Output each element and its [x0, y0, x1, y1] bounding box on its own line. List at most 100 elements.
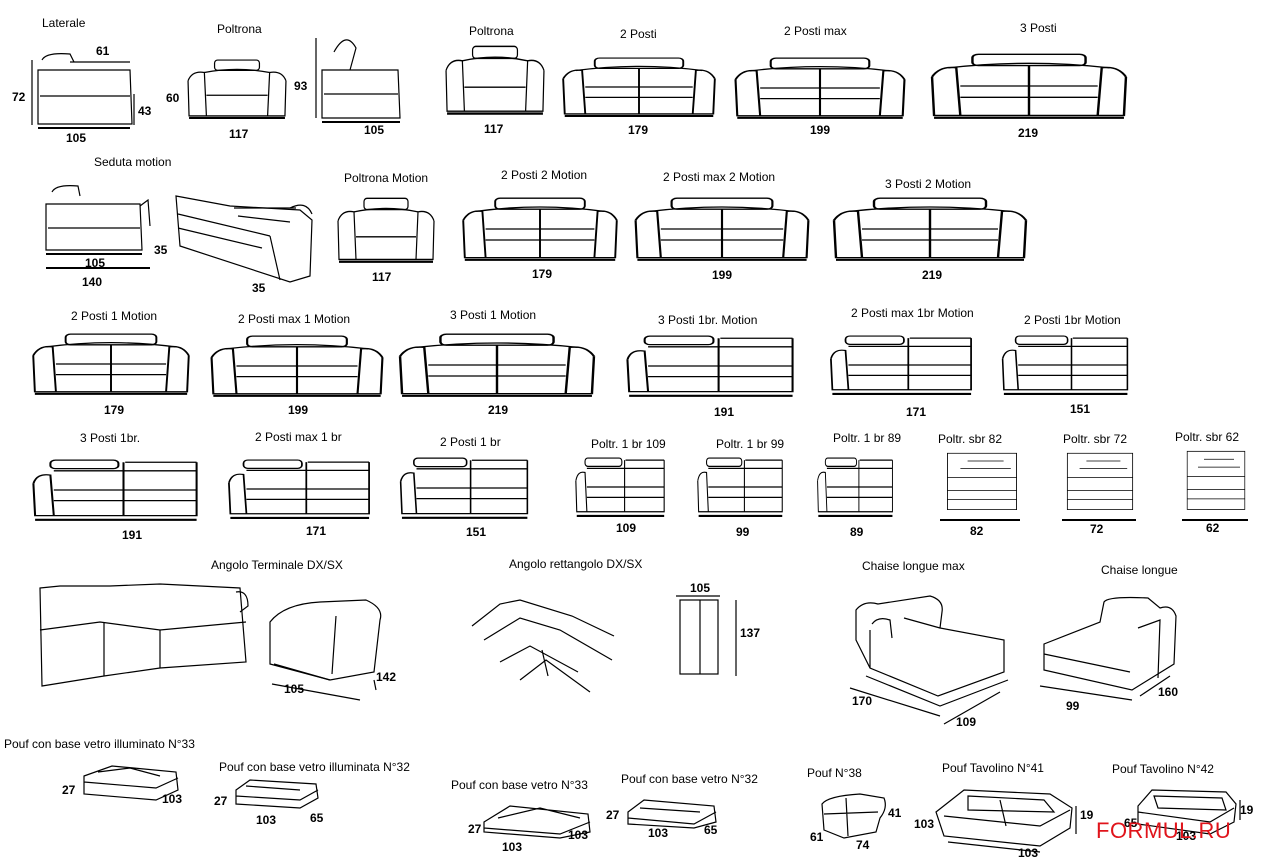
label-2-posti-1br-motion: 2 Posti 1br Motion — [1024, 313, 1121, 327]
dim-value: 103 — [568, 828, 589, 842]
label-2-posti-max-1br-motion: 2 Posti max 1br Motion — [851, 306, 974, 320]
dim-value: 105 — [66, 131, 87, 145]
dim-value: 191 — [122, 528, 143, 542]
dim-value: 103 — [502, 840, 523, 854]
recliner-perspective-drawing — [175, 195, 313, 283]
dim-value: 103 — [162, 792, 183, 806]
dim-value: 103 — [1176, 829, 1197, 843]
pouf-33-drawing — [483, 805, 591, 839]
dim-value: 27 — [606, 808, 620, 822]
dim-value: 105 — [690, 581, 711, 595]
dim-value: 93 — [294, 79, 308, 93]
label-seduta-motion: Seduta motion — [94, 155, 172, 169]
seduta-motion-drawing — [45, 185, 151, 269]
label-3-posti-1br: 3 Posti 1br. — [80, 431, 141, 445]
pouf-tavolino-41-drawing — [935, 789, 1077, 853]
dim-value: 219 — [488, 403, 509, 417]
dim-value: 99 — [736, 525, 750, 539]
dim-value: 160 — [1158, 685, 1179, 699]
dim-value: 19 — [1240, 803, 1254, 817]
seduta-side-drawing — [315, 38, 401, 123]
label-pouf-32: Pouf con base vetro N°32 — [621, 772, 758, 786]
dim-value: 117 — [229, 127, 249, 141]
label-poltr-1-br-89: Poltr. 1 br 89 — [833, 431, 902, 445]
dim-value: 105 — [284, 682, 305, 696]
dim-value: 179 — [628, 123, 649, 137]
label-pouf-tavolino-42: Pouf Tavolino N°42 — [1112, 762, 1214, 776]
label-2-posti-max-1-motion: 2 Posti max 1 Motion — [238, 312, 351, 326]
dim-value: 179 — [532, 267, 553, 281]
label-pouf-tavolino-41: Pouf Tavolino N°41 — [942, 761, 1044, 775]
label-2-posti-max-2-motion: 2 Posti max 2 Motion — [663, 170, 776, 184]
label-pouf-33: Pouf con base vetro N°33 — [451, 778, 588, 792]
dim-value: 199 — [288, 403, 309, 417]
label-poltrona-motion: Poltrona Motion — [344, 171, 429, 185]
dim-value: 61 — [96, 44, 110, 58]
dim-value: 137 — [740, 626, 761, 640]
label-3-posti: 3 Posti — [1020, 21, 1057, 35]
label-2-posti-1-motion: 2 Posti 1 Motion — [71, 309, 158, 323]
dim-value: 103 — [648, 826, 669, 840]
label-chaise-longue: Chaise longue — [1101, 563, 1178, 577]
watermark: FORMUL.RU — [1096, 818, 1232, 843]
label-2-posti-max-1-br: 2 Posti max 1 br — [255, 430, 342, 444]
dim-value: 60 — [166, 91, 180, 105]
dim-value: 19 — [1080, 808, 1094, 822]
dim-value: 43 — [138, 104, 152, 118]
dim-value: 179 — [104, 403, 125, 417]
label-pouf-33-illuminato: Pouf con base vetro illuminato N°33 — [4, 737, 195, 751]
dim-value: 117 — [372, 270, 392, 284]
dim-value: 199 — [810, 123, 831, 137]
dim-value: 199 — [712, 268, 733, 282]
label-3-posti-1-motion: 3 Posti 1 Motion — [450, 308, 537, 322]
pouf-32-drawing — [627, 799, 717, 829]
dim-value: 117 — [484, 122, 504, 136]
dim-value: 65 — [1124, 816, 1138, 830]
dim-value: 62 — [1206, 521, 1220, 535]
dim-value: 65 — [704, 823, 718, 837]
dim-value: 103 — [256, 813, 277, 827]
dim-value: 170 — [852, 694, 873, 708]
label-poltr-sbr-82: Poltr. sbr 82 — [938, 432, 1003, 446]
dim-value: 41 — [888, 806, 902, 820]
dim-value: 105 — [364, 123, 385, 137]
chaise-longue-drawing — [1039, 596, 1177, 701]
pouf-33-ill-drawing — [83, 765, 179, 801]
dim-value: 35 — [154, 243, 168, 257]
dim-value: 151 — [466, 525, 487, 539]
label-laterale: Laterale — [42, 16, 86, 30]
dim-value: 171 — [306, 524, 327, 538]
dim-value: 72 — [12, 90, 26, 104]
dim-value: 219 — [922, 268, 943, 282]
pouf-38-drawing — [821, 793, 886, 839]
label-2-posti-max: 2 Posti max — [784, 24, 847, 38]
laterale-drawing — [31, 53, 135, 129]
chaise-longue-max-drawing — [849, 595, 1009, 725]
dim-value: 140 — [82, 275, 103, 289]
label-2-posti-1-br: 2 Posti 1 br — [440, 435, 501, 449]
label-3-posti-2-motion: 3 Posti 2 Motion — [885, 177, 972, 191]
dim-value: 109 — [616, 521, 637, 535]
dim-value: 103 — [914, 817, 935, 831]
label-poltr-sbr-72: Poltr. sbr 72 — [1063, 432, 1128, 446]
angolo-terminale-drawing — [39, 583, 382, 701]
dim-value: 171 — [906, 405, 927, 419]
dim-value: 27 — [62, 783, 76, 797]
label-poltrona: Poltrona — [217, 22, 262, 36]
dim-value: 191 — [714, 405, 735, 419]
dim-value: 82 — [970, 524, 984, 538]
label-chaise-longue-max: Chaise longue max — [862, 559, 965, 573]
dim-value: 99 — [1066, 699, 1080, 713]
dim-value: 61 — [810, 830, 824, 844]
pouf-tavolino-42-drawing — [1137, 789, 1241, 835]
dim-value: 219 — [1018, 126, 1039, 140]
label-pouf-32-illuminata: Pouf con base vetro illuminata N°32 — [219, 760, 410, 774]
label-poltrona-2: Poltrona — [469, 24, 514, 38]
dim-value: 27 — [214, 794, 228, 808]
dim-value: 65 — [310, 811, 324, 825]
angolo-rettangolo-drawing — [471, 595, 737, 693]
dim-value: 89 — [850, 525, 864, 539]
dim-value: 35 — [252, 281, 266, 295]
label-poltr-1-br-109: Poltr. 1 br 109 — [591, 437, 666, 451]
